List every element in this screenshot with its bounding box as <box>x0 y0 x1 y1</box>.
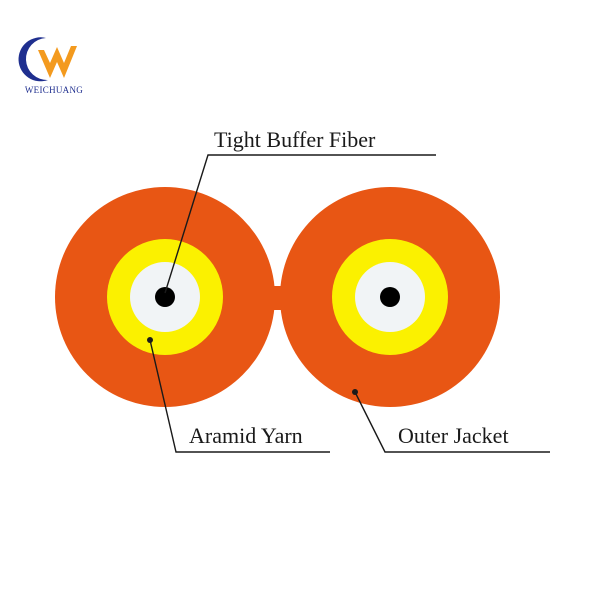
callout-aramid-yarn: Aramid Yarn <box>147 337 330 453</box>
leader-line-tight-buffer <box>164 154 436 294</box>
label-tight-buffer-fiber: Tight Buffer Fiber <box>214 127 376 152</box>
label-outer-jacket: Outer Jacket <box>398 423 509 448</box>
right-cable <box>280 187 500 407</box>
logo-crescent <box>18 37 48 82</box>
logo-icon <box>18 37 77 82</box>
callout-tight-buffer-fiber: Tight Buffer Fiber <box>164 127 436 294</box>
leader-line-outer-jacket <box>354 391 550 453</box>
fiber-core-left <box>155 287 175 307</box>
left-cable <box>55 187 275 407</box>
logo-w-mark <box>38 46 77 78</box>
fiber-core-right <box>380 287 400 307</box>
label-aramid-yarn: Aramid Yarn <box>189 423 303 448</box>
callout-outer-jacket: Outer Jacket <box>352 389 550 453</box>
brand-logo: WEICHUANG <box>18 37 83 95</box>
brand-name: WEICHUANG <box>25 85 83 95</box>
leader-line-aramid <box>149 339 330 453</box>
